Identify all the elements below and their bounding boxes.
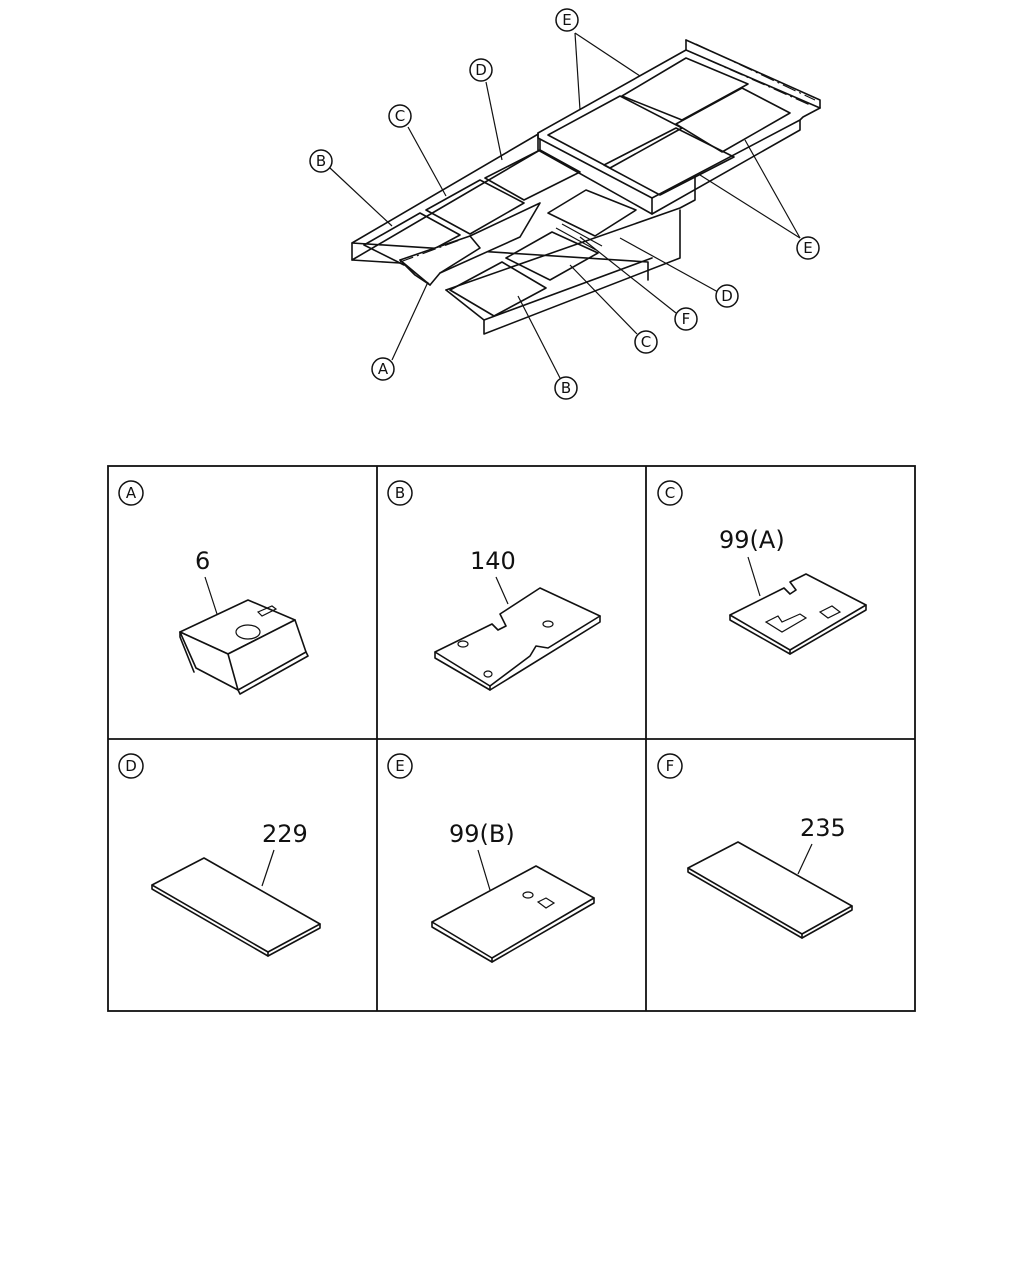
svg-text:F: F [666, 757, 675, 775]
panel-label-C: C [657, 480, 683, 506]
svg-text:E: E [395, 757, 404, 775]
panel-C: C 99(A) [657, 480, 867, 655]
svg-text:C: C [641, 333, 651, 351]
panel-E: E 99(B) [387, 753, 595, 963]
plate-part-99A-drawing [729, 573, 867, 655]
svg-text:E: E [803, 239, 812, 257]
panel-F: F 235 [657, 753, 853, 939]
svg-text:D: D [721, 287, 733, 305]
callout-B-top: B [309, 149, 333, 173]
svg-text:B: B [561, 379, 571, 397]
part-number-229: 229 [262, 820, 308, 848]
svg-text:A: A [378, 360, 389, 378]
callout-E-right: E [796, 236, 820, 260]
svg-text:D: D [125, 757, 137, 775]
svg-text:E: E [562, 11, 571, 29]
panel-label-D: D [118, 753, 144, 779]
detail-grid [107, 465, 916, 1012]
callout-C-top: C [388, 104, 412, 128]
part-number-235: 235 [800, 814, 846, 842]
part-number-6: 6 [195, 547, 210, 575]
svg-text:A: A [126, 484, 137, 502]
part-number-140: 140 [470, 547, 516, 575]
callout-D-right: D [715, 284, 739, 308]
panel-label-B: B [387, 480, 413, 506]
svg-text:F: F [682, 310, 691, 328]
panel-label-A: A [118, 480, 144, 506]
callout-B-bottom: B [554, 376, 578, 400]
bracket-part-6-drawing [179, 599, 309, 695]
part-number-99B: 99(B) [449, 820, 515, 848]
sheet-part-229-drawing [151, 857, 321, 957]
panel-B: B 140 [387, 480, 601, 691]
callout-E-top: E [555, 8, 579, 32]
floor-assembly-overview: E D C B E D F C B A [309, 8, 821, 400]
panel-label-E: E [387, 753, 413, 779]
plate-part-140-drawing [434, 587, 601, 691]
sheet-part-235-drawing [687, 841, 853, 939]
callout-F: F [674, 307, 698, 331]
svg-text:B: B [395, 484, 405, 502]
panel-A: A 6 [118, 480, 309, 695]
plate-part-99B-drawing [431, 865, 595, 963]
svg-text:C: C [395, 107, 405, 125]
panel-D: D 229 [118, 753, 321, 957]
callout-A: A [371, 357, 395, 381]
panel-label-F: F [657, 753, 683, 779]
svg-text:B: B [316, 152, 326, 170]
callout-C-bottom: C [634, 330, 658, 354]
part-number-99A: 99(A) [719, 526, 785, 554]
svg-text:C: C [665, 484, 675, 502]
callout-D-top: D [469, 58, 493, 82]
svg-text:D: D [475, 61, 487, 79]
